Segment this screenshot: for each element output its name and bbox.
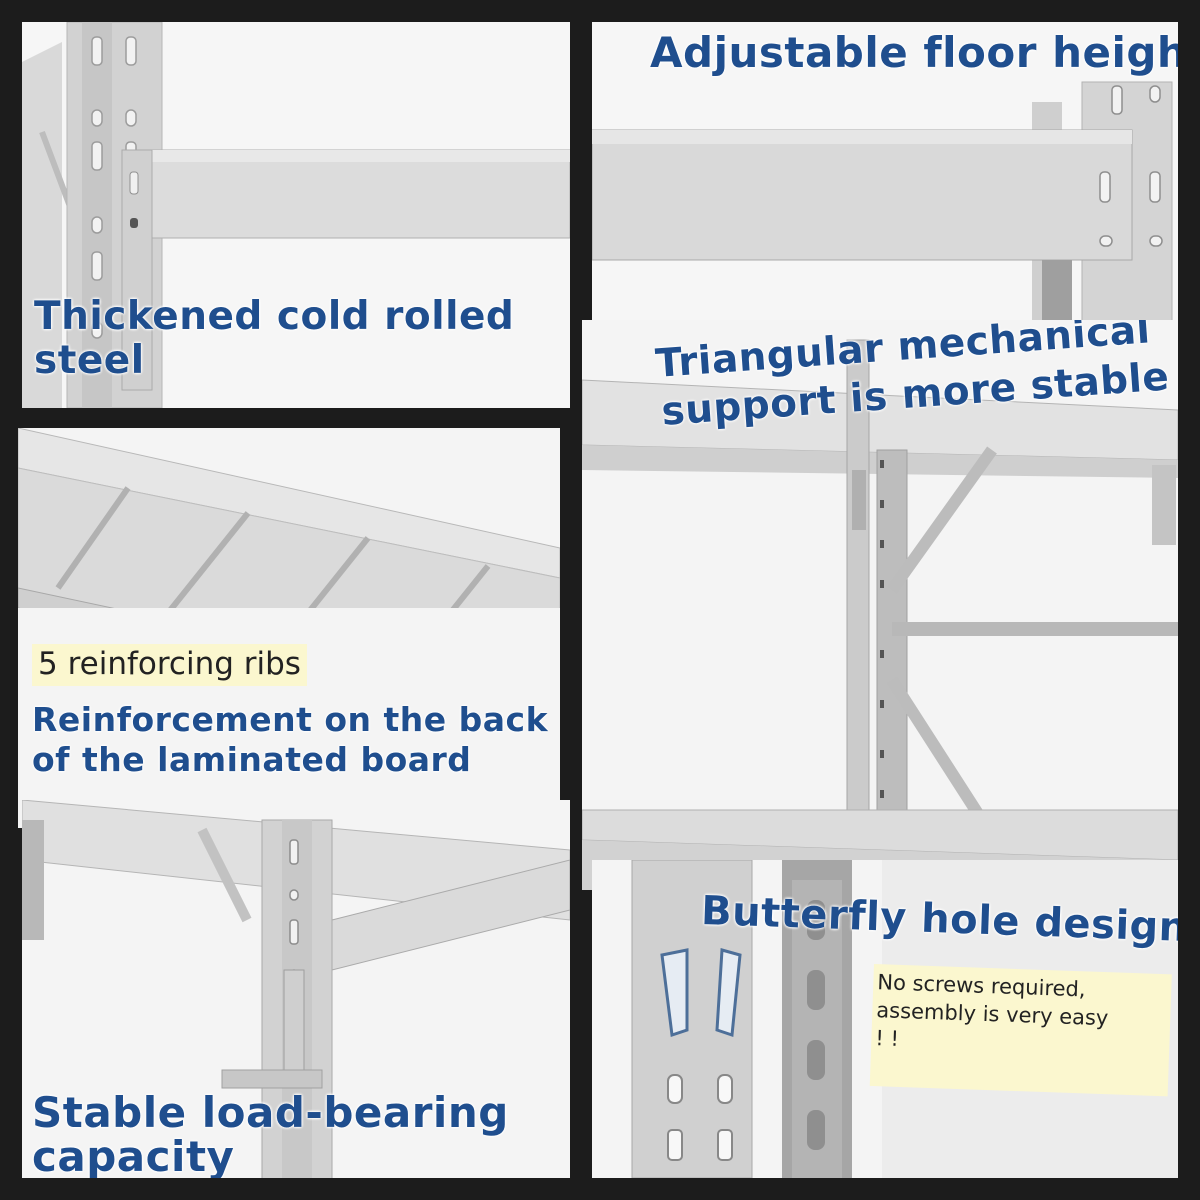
caption-line-2: steel — [34, 338, 145, 383]
caption-line-1: Reinforcement on the back — [32, 700, 549, 739]
corner-upright-illustration — [22, 800, 570, 1178]
panel-reinforcing-ribs: 5 reinforcing ribs Reinforcement on the … — [18, 428, 560, 828]
steel-upright-illustration — [22, 22, 570, 408]
beam-illustration — [592, 22, 1178, 342]
screws-note: No screws required, assembly is very eas… — [869, 964, 1172, 1097]
panel-cold-rolled-steel: Thickened cold rolled steel — [22, 22, 570, 408]
panel-load-bearing: Stable load-bearing capacity — [22, 800, 570, 1178]
caption-line-1: Thickened cold rolled — [34, 294, 515, 339]
caption-line-2: capacity — [32, 1132, 235, 1178]
caption: Adjustable floor height — [650, 28, 1178, 77]
panel-triangular-support: Triangular mechanical support is more st… — [582, 320, 1178, 890]
caption-line-1: Stable load-bearing — [32, 1088, 509, 1137]
panel-adjustable-floor-height: Adjustable floor height — [592, 22, 1178, 342]
panel-butterfly-hole: Butterfly hole design No screws required… — [592, 860, 1178, 1178]
ribs-note: 5 reinforcing ribs — [32, 644, 307, 686]
caption-line-2: of the laminated board — [32, 740, 472, 779]
